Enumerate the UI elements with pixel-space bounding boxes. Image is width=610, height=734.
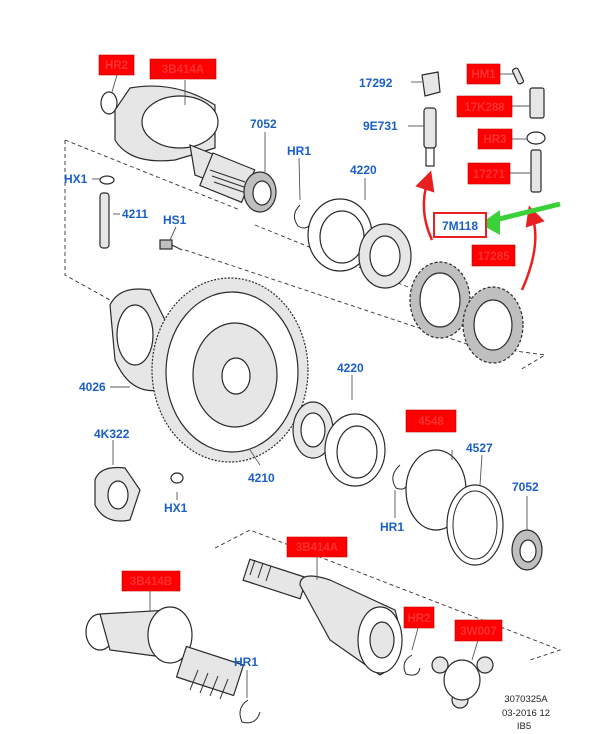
sensor-17292 [421, 71, 441, 97]
diff-cage-4k322 [94, 466, 141, 522]
label-hr2-top: HR2 [98, 54, 135, 76]
label-hr1-top: HR1 [287, 144, 311, 158]
label-3b414a-bottom: 3B414A [286, 536, 348, 558]
label-7052-mid: 7052 [512, 480, 539, 494]
ring-gear [151, 277, 309, 463]
label-4220-top: 4220 [350, 163, 377, 177]
label-4k322: 4K322 [94, 427, 130, 441]
svg-text:HR2: HR2 [407, 613, 430, 625]
oil-seal-mid [511, 529, 543, 571]
ring-17285 [462, 286, 524, 364]
label-hs1: HS1 [163, 213, 187, 227]
outer-cv-joint-top [100, 85, 256, 204]
label-9e731: 9E731 [363, 119, 398, 133]
svg-text:17285: 17285 [478, 251, 511, 263]
label-7052-top: 7052 [250, 117, 277, 131]
speedo-drive-gear [409, 261, 471, 339]
svg-text:17K288: 17K288 [464, 102, 505, 114]
label-3b414a-top: 3B414A [149, 58, 217, 80]
bolt-hs1 [159, 239, 183, 251]
bearing-top [307, 198, 412, 289]
svg-text:4548: 4548 [418, 416, 444, 428]
label-17292: 17292 [359, 76, 393, 90]
label-hr1-mid: HR1 [380, 520, 404, 534]
inner-cv-joint-3b414b [85, 606, 245, 700]
ring-4527 [446, 484, 504, 566]
label-hm1: HM1 [466, 63, 501, 85]
label-4210: 4210 [248, 471, 275, 485]
svg-text:3B414B: 3B414B [130, 576, 172, 588]
svg-text:03-2016 12: 03-2016 12 [502, 708, 550, 719]
svg-text:3B414A: 3B414A [162, 64, 204, 76]
pin-hx1-bottom [170, 472, 184, 484]
label-17k288: 17K288 [456, 95, 513, 118]
highlight-arrows [415, 170, 561, 291]
circlip-bottom-right [403, 654, 421, 676]
svg-text:HR3: HR3 [483, 134, 506, 146]
label-3b414b: 3B414B [121, 570, 181, 592]
oil-seal-top [243, 171, 277, 213]
label-17285: 17285 [471, 244, 516, 267]
label-hr1-bottom: HR1 [234, 655, 258, 669]
label-17271: 17271 [467, 162, 511, 185]
ring-hr3 [526, 131, 546, 145]
svg-text:3W007: 3W007 [460, 626, 496, 638]
svg-text:3070325A: 3070325A [504, 694, 548, 705]
circlip-bottom-left [239, 699, 261, 724]
bearing-mid [292, 401, 386, 487]
svg-text:HM1: HM1 [471, 69, 496, 81]
svg-text:7M118: 7M118 [442, 219, 478, 233]
sensor-9e731 [423, 107, 437, 167]
label-4211: 4211 [122, 207, 148, 221]
leader-lines [92, 73, 531, 698]
label-4026: 4026 [79, 380, 106, 394]
label-hx1-top: HX1 [64, 172, 88, 186]
pin-hm1 [511, 67, 525, 85]
pin-and-shaft [99, 175, 115, 249]
label-hr2-bottom: HR2 [403, 606, 435, 629]
label-4548: 4548 [405, 409, 457, 433]
label-7m118: 7M118 [433, 212, 487, 238]
svg-text:17271: 17271 [473, 169, 506, 181]
label-3w007: 3W007 [454, 619, 503, 642]
driven-gear-17k288 [529, 87, 545, 119]
outer-cv-joint-bottom [242, 558, 403, 676]
label-4220-mid: 4220 [337, 361, 364, 375]
shaft-17271 [530, 149, 542, 193]
drawing-reference: 3070325A 03-2016 12 IB5 [502, 694, 550, 732]
label-4527: 4527 [466, 441, 493, 455]
tripod-joint [431, 656, 494, 709]
svg-text:3B414A: 3B414A [296, 542, 338, 554]
svg-text:IB5: IB5 [517, 721, 531, 732]
label-hx1-bottom: HX1 [164, 501, 188, 515]
svg-text:HR2: HR2 [105, 60, 128, 72]
label-hr3: HR3 [477, 128, 513, 150]
